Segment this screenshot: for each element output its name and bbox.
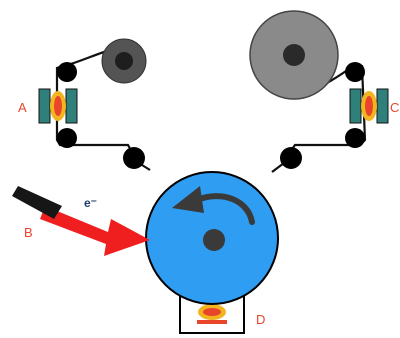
source-holder-a bbox=[38, 88, 78, 124]
roller-lower-left bbox=[123, 147, 145, 169]
takeup-reel-hub-icon bbox=[283, 44, 305, 66]
label-c: C bbox=[390, 100, 399, 115]
electron-gun-icon bbox=[12, 186, 62, 219]
holder-c-hot-icon bbox=[365, 96, 373, 116]
holder-c-right-plate bbox=[376, 88, 389, 124]
beam-arrow-icon bbox=[40, 206, 150, 256]
drum-axle-icon bbox=[203, 229, 225, 251]
electron-gun-b bbox=[12, 186, 62, 219]
main-drum bbox=[145, 171, 279, 305]
roller-mid-left bbox=[57, 128, 77, 148]
source-holder-c bbox=[349, 88, 389, 124]
holder-a-right-plate bbox=[65, 88, 78, 124]
holder-a-left-plate bbox=[38, 88, 51, 124]
electron-beam bbox=[40, 206, 150, 256]
roller-lower-right bbox=[280, 147, 302, 169]
label-electron: e⁻ bbox=[84, 196, 97, 210]
holder-c-left-plate bbox=[349, 88, 362, 124]
label-a: A bbox=[18, 100, 27, 115]
crucible-base-plate bbox=[197, 320, 227, 324]
crucible-hot-icon bbox=[203, 308, 221, 316]
rotation-arrow-icon bbox=[194, 193, 255, 225]
supply-reel-hub-icon bbox=[115, 52, 133, 70]
roller-top-left bbox=[57, 62, 77, 82]
guide-rollers bbox=[57, 62, 365, 169]
label-d: D bbox=[256, 312, 265, 327]
roller-mid-right bbox=[345, 128, 365, 148]
supply-reel bbox=[101, 38, 147, 84]
takeup-reel bbox=[249, 10, 339, 100]
label-b: B bbox=[24, 225, 33, 240]
roller-top-right bbox=[345, 62, 365, 82]
holder-a-hot-icon bbox=[54, 96, 62, 116]
rotation-arrowhead-icon bbox=[172, 186, 204, 213]
